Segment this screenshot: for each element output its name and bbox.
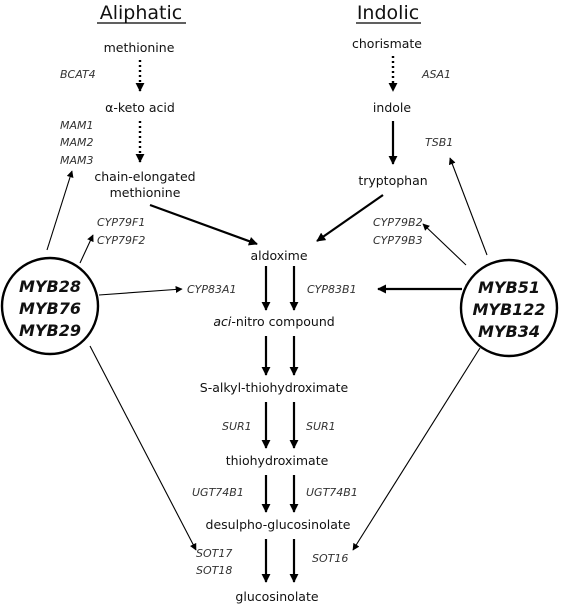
myb34-label: MYB34 [478,322,540,341]
myb-left-to-cyp83a1-arrow [98,285,183,296]
s-alkyl-thiohydroximate-label: S-alkyl-thiohydroximate [200,380,349,395]
desulpho-glucosinolate-label: desulpho-glucosinolate [206,517,351,532]
myb51-label: MYB51 [478,278,540,297]
ugt74b1-right-label: UGT74B1 [306,486,358,499]
indolic-header: Indolic [357,2,419,24]
thiohydroximate-label: thiohydroximate [226,453,329,468]
cyp83b1-label: CYP83B1 [307,283,357,296]
bcat4-label: BCAT4 [60,68,96,81]
indole-label: indole [373,100,411,115]
ugt74b1-left-label: UGT74B1 [192,486,244,499]
myb-left-to-mam-arrow [46,170,74,251]
mam3-label: MAM3 [60,154,94,167]
chain-elongated-label: chain-elongated [94,169,195,184]
chain-elongated-methionine-label: methionine [110,185,181,200]
aci-nitro-compound-label: aci-nitro compound [213,314,334,329]
cyp79f2-label: CYP79F2 [97,234,145,247]
sot18-label: SOT18 [196,564,232,577]
myb-right-to-tsb1-arrow [448,157,488,256]
aci-prefix: aci [213,314,232,329]
cyp79f1-label: CYP79F1 [97,216,145,229]
sot17-label: SOT17 [196,547,232,560]
cyp79b3-label: CYP79B3 [373,234,423,247]
tryptophan-to-aldoxime-arrow [316,194,384,242]
tryptophan-label: tryptophan [358,173,427,188]
myb-left-circle [0,256,100,356]
sur1-left-label: SUR1 [222,420,252,433]
methionine-label: methionine [104,40,175,55]
glucosinolate-label: glucosinolate [235,589,318,604]
mam1-label: MAM1 [60,119,94,132]
sot16-label: SOT16 [312,552,348,565]
myb122-label: MYB122 [472,300,545,319]
aliphatic-header: Aliphatic [100,2,182,24]
cyp83a1-label: CYP83A1 [187,283,237,296]
asa1-label: ASA1 [421,68,451,81]
keto-acid-label: α-keto acid [105,100,175,115]
aldoxime-label: aldoxime [250,248,307,263]
myb76-label: MYB76 [19,299,81,318]
nitro-compound-suffix: -nitro compound [231,314,334,329]
tsb1-label: TSB1 [425,136,453,149]
chain-elongated-to-aldoxime-arrow [149,203,258,246]
myb-left-to-cyp79f-arrow [79,234,94,264]
myb-left-to-sot17-arrow [89,345,197,551]
myb-right-to-cyp79b-arrow [422,223,467,266]
myb29-label: MYB29 [19,321,81,340]
myb-right-to-sot16-arrow [352,347,481,551]
myb-right-circle [459,258,559,358]
mam2-label: MAM2 [60,136,94,149]
cyp79b2-label: CYP79B2 [373,216,423,229]
sur1-right-label: SUR1 [306,420,336,433]
chorismate-label: chorismate [352,36,422,51]
myb28-label: MYB28 [19,277,81,296]
